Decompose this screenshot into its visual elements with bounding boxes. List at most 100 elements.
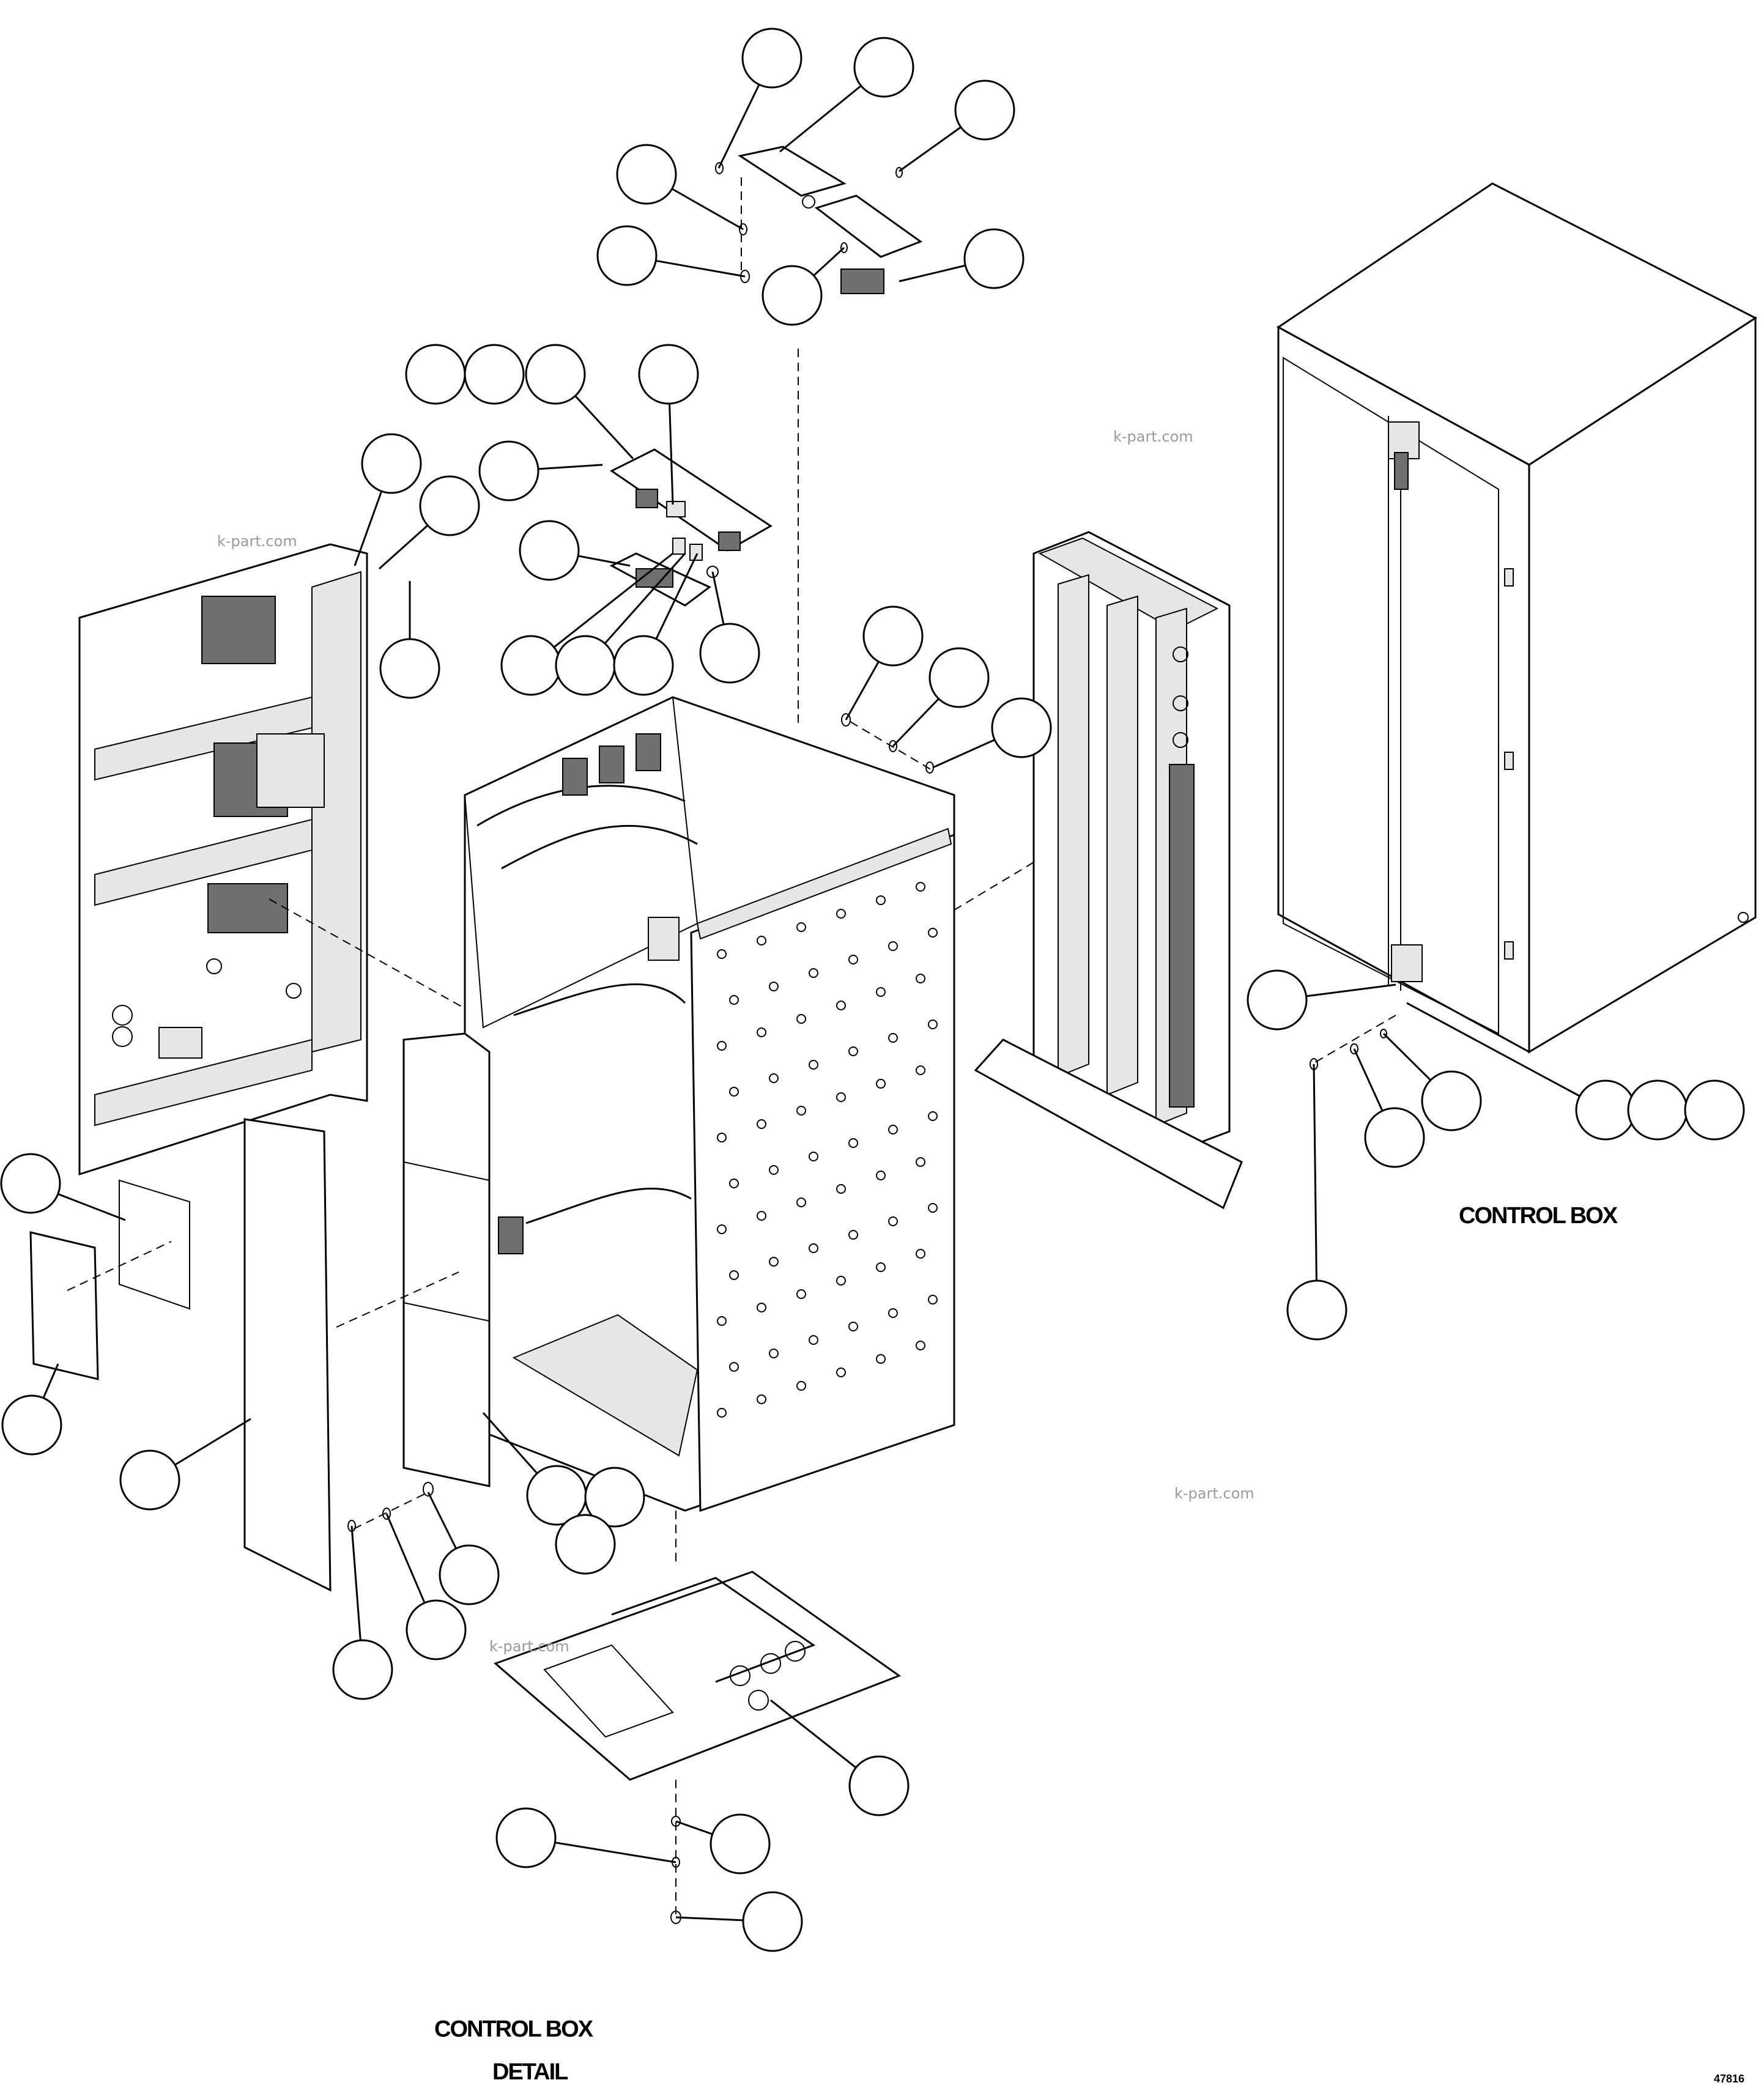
leader-line	[813, 246, 845, 276]
mounting-hole	[928, 928, 938, 938]
item-balloon	[616, 144, 677, 205]
mounting-hole	[769, 1349, 779, 1358]
item-balloon	[963, 228, 1025, 289]
mounting-hole	[876, 895, 886, 905]
mounting-hole	[796, 1106, 806, 1116]
mounting-hole	[928, 1020, 938, 1029]
small-cover-align-line	[67, 1241, 172, 1291]
item-balloon	[555, 1514, 616, 1575]
leader-line	[1306, 983, 1396, 997]
leader-line	[385, 1513, 426, 1604]
enclosure-side-holes	[717, 882, 938, 1418]
mounting-hole	[717, 1041, 727, 1051]
item-balloon	[596, 225, 658, 286]
mounting-hole	[757, 1394, 766, 1404]
leader-line	[899, 264, 966, 283]
wire-duct-align-line	[941, 862, 1034, 918]
mounting-hole	[836, 909, 846, 919]
mounting-hole	[717, 1224, 727, 1234]
leader-line	[577, 555, 631, 567]
mounting-hole	[928, 1295, 938, 1305]
item-balloon	[862, 605, 924, 667]
mounting-hole	[757, 1119, 766, 1129]
mounting-hole	[928, 1203, 938, 1213]
item-balloon	[405, 344, 466, 405]
watermark-2: k-part.com	[217, 533, 297, 550]
mounting-hole	[796, 1289, 806, 1299]
mounting-hole	[717, 1316, 727, 1326]
leader-line	[604, 553, 686, 645]
leader-line	[350, 1525, 361, 1641]
mounting-hole	[916, 974, 925, 983]
mounting-hole	[848, 1230, 858, 1240]
control-box-hardware-line	[1311, 1015, 1396, 1065]
item-balloon	[332, 1639, 393, 1700]
mounting-hole	[796, 1014, 806, 1024]
leader-line	[427, 1492, 458, 1549]
mounting-hole	[769, 1257, 779, 1267]
item-balloon	[928, 647, 990, 708]
leader-line	[770, 1699, 857, 1769]
cover-align-line	[336, 1271, 459, 1328]
enclosure-hardware-line	[850, 721, 933, 771]
leader-line	[1353, 1048, 1384, 1111]
item-balloon	[439, 1544, 500, 1605]
leader-line	[553, 552, 673, 648]
leader-line	[1406, 1002, 1581, 1097]
control-box-caption: CONTROL BOX	[1459, 1203, 1618, 1229]
mounting-hole	[769, 982, 779, 991]
leader-line	[1382, 1032, 1431, 1081]
mounting-hole	[848, 1322, 858, 1331]
mounting-hole	[876, 1079, 886, 1089]
control-box-latch-hardware	[1310, 1029, 1387, 1070]
mounting-hole	[888, 1125, 898, 1134]
mounting-hole	[757, 936, 766, 946]
mounting-hole	[809, 1060, 818, 1070]
mounting-hole	[836, 1001, 846, 1010]
mounting-hole	[848, 1138, 858, 1148]
item-balloon	[1575, 1079, 1636, 1141]
leader-line	[717, 84, 760, 169]
mounting-hole	[717, 1408, 727, 1418]
watermark-1: k-part.com	[1113, 428, 1193, 445]
mounting-hole	[876, 1354, 886, 1364]
watermark-4: k-part.com	[489, 1638, 569, 1655]
item-balloon	[119, 1449, 180, 1511]
mounting-hole	[836, 1092, 846, 1102]
item-balloon	[741, 28, 802, 89]
mounting-hole	[876, 1262, 886, 1272]
mounting-hole	[809, 1152, 818, 1161]
item-balloon	[555, 635, 616, 696]
mounting-hole	[916, 1157, 925, 1167]
leader-line	[892, 698, 939, 747]
leader-line	[482, 1412, 538, 1475]
mounting-hole	[717, 1133, 727, 1142]
leader-line	[669, 403, 674, 505]
mounting-hole	[757, 1211, 766, 1221]
item-balloon	[419, 475, 480, 536]
mounting-hole	[796, 922, 806, 932]
left-component-panel	[78, 543, 368, 1176]
mounting-hole	[729, 995, 739, 1005]
item-balloon	[361, 433, 422, 494]
mounting-hole	[916, 882, 925, 892]
item-balloon	[500, 635, 561, 696]
leader-line	[899, 126, 962, 172]
mounting-hole	[836, 1276, 846, 1286]
mounting-hole	[769, 1073, 779, 1083]
mounting-hole	[809, 1335, 818, 1345]
leader-line	[671, 188, 744, 231]
leader-line	[538, 464, 603, 470]
mounting-hole	[809, 1243, 818, 1253]
leader-line	[42, 1363, 59, 1399]
mounting-hole	[796, 1381, 806, 1391]
leader-line	[574, 395, 634, 460]
mounting-hole	[729, 1087, 739, 1097]
mounting-hole	[888, 1216, 898, 1226]
leader-line	[779, 85, 862, 153]
mounting-hole	[848, 955, 858, 964]
mounting-hole	[729, 1362, 739, 1372]
item-balloon	[954, 80, 1015, 141]
item-balloon	[1, 1394, 62, 1456]
left-panel-align-line	[269, 898, 478, 1016]
